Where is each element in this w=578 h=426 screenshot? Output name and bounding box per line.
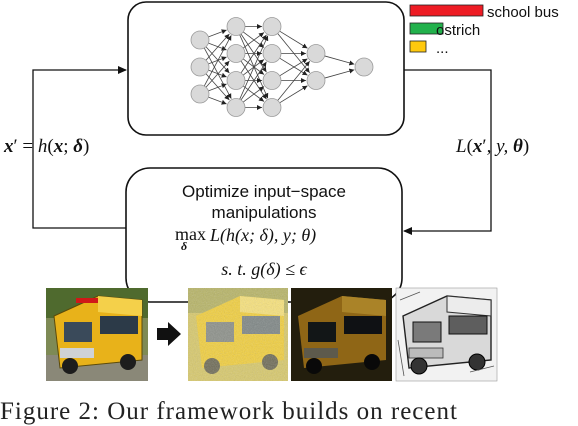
- perturbed-bus-image: [188, 288, 288, 381]
- network-edge: [205, 60, 230, 88]
- network-edge: [203, 35, 232, 87]
- network-node: [190, 57, 210, 77]
- network-node: [226, 71, 246, 90]
- transform-arrow-icon: [157, 322, 181, 346]
- neural-network: [190, 17, 374, 117]
- network-node: [262, 17, 282, 36]
- network-edge: [240, 34, 267, 74]
- network-edge: [277, 60, 310, 101]
- figure-caption: Figure 2: Our framework builds on recent: [0, 398, 458, 425]
- legend-label-ostrich: ostrich: [436, 22, 481, 39]
- network-node: [226, 98, 246, 117]
- network-node: [354, 57, 374, 77]
- network-node: [226, 44, 246, 63]
- network-edge: [242, 58, 265, 75]
- max-operator: max δ: [175, 224, 206, 253]
- network-node: [226, 17, 246, 36]
- legend-swatch-1: [409, 22, 444, 35]
- network-edge: [279, 30, 308, 49]
- network-edge: [279, 57, 308, 76]
- sketch-manipulated-bus-image: [395, 287, 498, 382]
- network-node: [262, 44, 282, 63]
- network-edge: [205, 33, 230, 61]
- dark-manipulated-bus-image: [291, 288, 392, 381]
- network-edge: [208, 96, 227, 105]
- network-edge: [279, 85, 308, 104]
- network-edge: [242, 86, 265, 103]
- network-edge: [208, 83, 227, 92]
- arrow-to-network: [32, 66, 127, 229]
- network-edge: [208, 69, 227, 78]
- network-node: [190, 30, 210, 50]
- optimization-objective: L(h(x; δ), y; θ): [210, 225, 317, 245]
- network-edge: [279, 58, 308, 77]
- network-edge: [242, 32, 265, 49]
- network-node: [306, 44, 326, 63]
- network-edge: [205, 73, 230, 101]
- arrow-to-optimizer: [403, 69, 492, 235]
- original-bus-image: [46, 288, 148, 381]
- network-edge: [242, 31, 265, 48]
- legend-swatch-2: [409, 40, 427, 53]
- legend-label-school-bus: school bus: [487, 4, 559, 21]
- legend-swatch-0: [409, 4, 484, 17]
- manipulated-input-formula: x′ = h(x; δ): [4, 136, 90, 157]
- optimizer-title-line1: Optimize input−space: [182, 182, 346, 201]
- loss-formula: L(x′, y, θ): [456, 136, 530, 157]
- network-edge: [242, 85, 265, 102]
- class-score-legend: [409, 4, 484, 53]
- legend-label-ellipsis: ...: [436, 40, 449, 57]
- network-node: [306, 71, 326, 90]
- network-edge: [240, 61, 267, 101]
- network-node: [190, 84, 210, 104]
- network-node: [262, 71, 282, 90]
- network-edge: [208, 42, 227, 51]
- optimizer-title-line2: manipulations: [211, 203, 317, 222]
- network-edge: [324, 55, 355, 66]
- network-node: [262, 98, 282, 117]
- network-edge: [205, 46, 230, 74]
- network-edge: [208, 29, 227, 38]
- network-edge: [239, 35, 269, 100]
- network-edge: [324, 68, 355, 79]
- optimization-constraint: s. t. g(δ) ≤ ϵ: [221, 259, 307, 279]
